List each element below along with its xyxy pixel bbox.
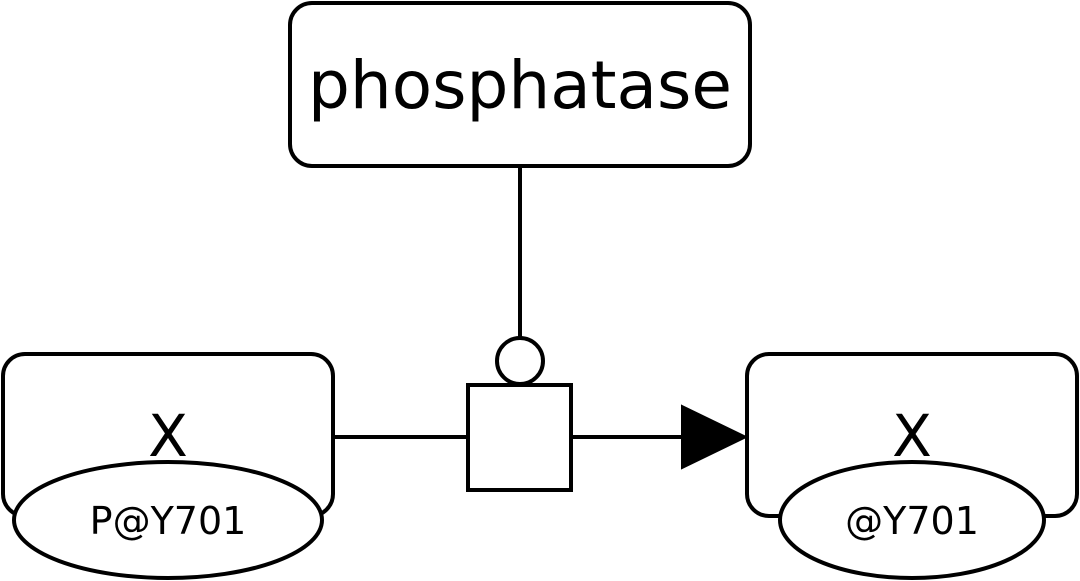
production-arc bbox=[571, 404, 749, 470]
product-state-variable bbox=[778, 460, 1046, 580]
production-arrowhead bbox=[681, 404, 749, 470]
catalysis-arc bbox=[495, 166, 545, 386]
substrate-state-label: P@Y701 bbox=[90, 499, 247, 543]
substrate-state-variable bbox=[12, 460, 324, 580]
substrate-label: X bbox=[148, 402, 188, 470]
product-state-label: @Y701 bbox=[845, 499, 979, 543]
phosphatase-node: phosphatase bbox=[288, 1, 752, 168]
catalysis-circle bbox=[495, 336, 545, 386]
product-label: X bbox=[892, 402, 932, 470]
phosphatase-label: phosphatase bbox=[308, 47, 732, 124]
product-node: X @Y701 bbox=[745, 352, 1079, 580]
process-node bbox=[466, 383, 573, 492]
substrate-node: X P@Y701 bbox=[1, 352, 335, 580]
